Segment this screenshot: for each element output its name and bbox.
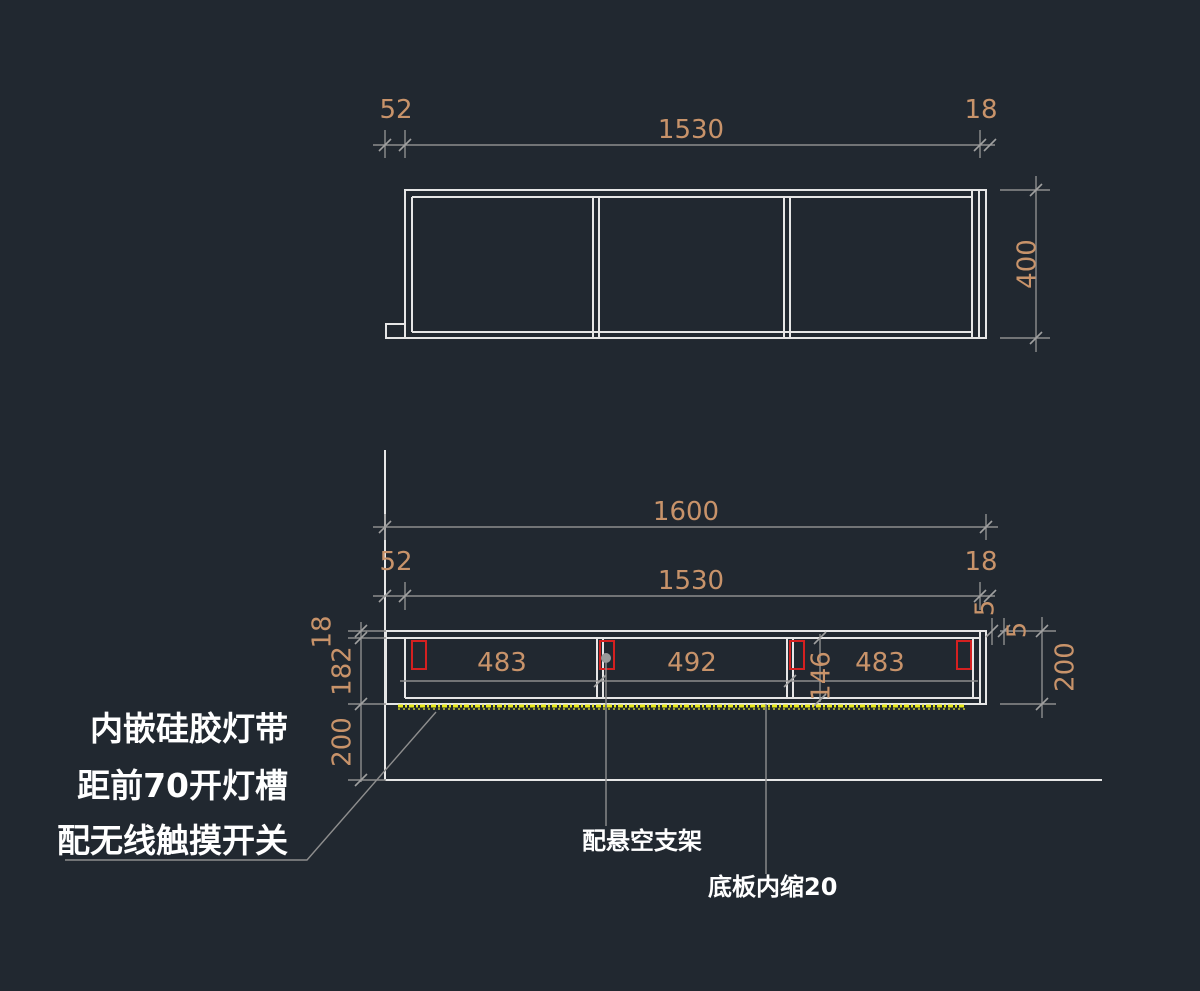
led-note-line2: 距前70开灯槽 [77, 766, 288, 805]
plan-dim-depth: 400 [1013, 239, 1043, 289]
bracket-marker [956, 640, 972, 670]
led-leader-line [65, 711, 437, 861]
elev-dim-bay3: 483 [855, 648, 905, 678]
elev-dim-total: 1600 [653, 497, 719, 527]
elev-dim-left: 52 [379, 547, 412, 577]
bracket-note: 配悬空支架 [582, 827, 702, 855]
elev-dim-height: 200 [1051, 642, 1081, 692]
elev-dim-bay1: 483 [477, 648, 527, 678]
led-note-line1: 内嵌硅胶灯带 [90, 709, 288, 748]
elev-dim-5b: 5 [1003, 622, 1033, 639]
plan-view: 52 1530 18 400 [373, 95, 1050, 352]
elev-dim-bay2: 492 [667, 648, 717, 678]
elev-cabinet-outline [385, 630, 987, 705]
bracket-dot [601, 653, 611, 663]
elev-dim-top: 18 [308, 615, 338, 648]
led-note-line3: 配无线触摸开关 [57, 821, 288, 860]
plan-dim-main: 1530 [658, 115, 724, 145]
elev-dim-cabinet: 182 [328, 646, 358, 696]
elev-dim-below: 200 [328, 717, 358, 767]
bracket-marker [599, 640, 615, 670]
bracket-marker [789, 640, 805, 670]
base-note: 底板内缩20 [708, 873, 837, 901]
plan-cabinet-outline [404, 189, 987, 339]
elev-dim-5a: 5 [971, 600, 1001, 617]
plan-dim-right: 18 [964, 95, 997, 125]
bracket-marker [411, 640, 427, 670]
elev-dim-main: 1530 [658, 566, 724, 596]
plan-dim-left: 52 [379, 95, 412, 125]
elev-dim-146: 146 [807, 651, 837, 701]
elevation-view: 1600 52 1530 18 483 492 483 [57, 450, 1102, 901]
elev-dim-right: 18 [964, 547, 997, 577]
